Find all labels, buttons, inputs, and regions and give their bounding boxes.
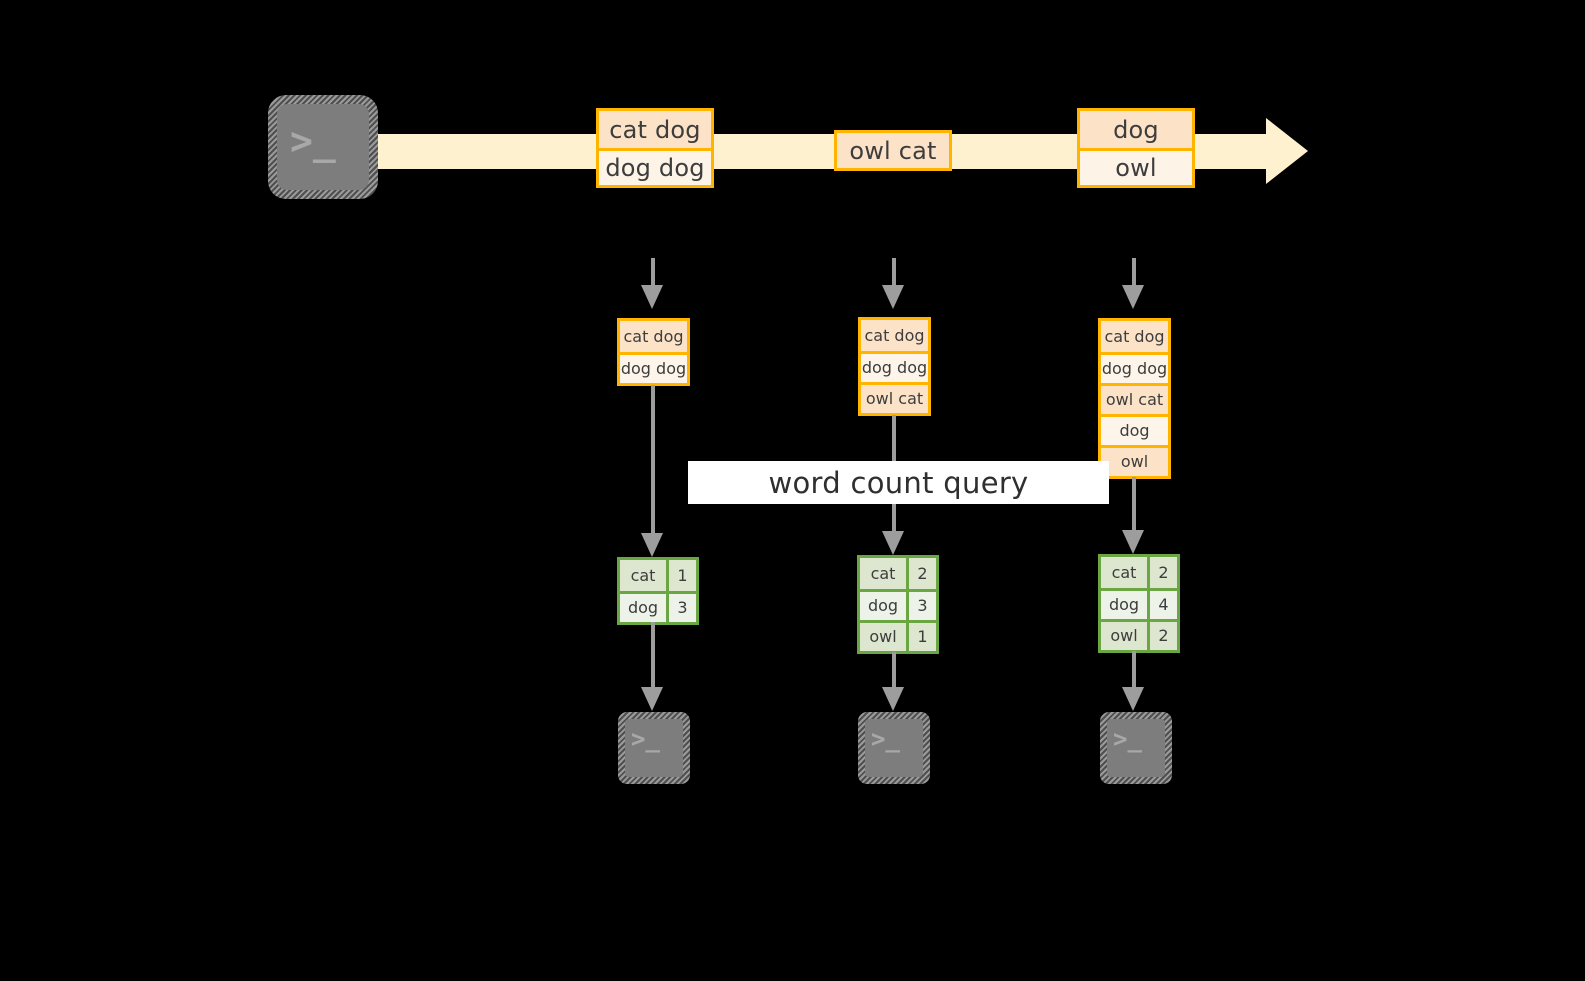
event-line: dog bbox=[1080, 111, 1192, 148]
event-line: cat dog bbox=[599, 111, 711, 148]
event-line: owl bbox=[1080, 148, 1192, 185]
result-word: dog bbox=[620, 594, 666, 622]
table-row: owl 2 bbox=[1101, 619, 1177, 650]
result-count: 1 bbox=[906, 623, 936, 651]
snapshot-row: owl bbox=[1101, 445, 1168, 476]
result-count: 3 bbox=[666, 594, 696, 622]
snapshot-row: cat dog bbox=[620, 321, 687, 352]
result-word: owl bbox=[1101, 622, 1147, 650]
result-table-2: cat 2 dog 3 owl 1 bbox=[857, 555, 939, 654]
snapshot-row: dog dog bbox=[861, 351, 928, 382]
sink-terminal-2: >_ bbox=[858, 712, 930, 784]
sink-terminal-1: >_ bbox=[618, 712, 690, 784]
sink-connector-2-arrowhead-icon bbox=[882, 687, 904, 711]
dashed-connector-1-arrowhead-icon bbox=[641, 285, 663, 309]
query-connector-3-arrowhead-icon bbox=[1122, 530, 1144, 554]
result-count: 1 bbox=[666, 560, 696, 591]
result-word: cat bbox=[1101, 557, 1147, 588]
result-word: dog bbox=[1101, 591, 1147, 619]
terminal-screen bbox=[1107, 719, 1165, 777]
sink-connector-3-arrowhead-icon bbox=[1122, 687, 1144, 711]
snapshot-row: owl cat bbox=[861, 382, 928, 413]
query-connector-1-arrowhead-icon bbox=[641, 533, 663, 557]
snapshot-row: cat dog bbox=[861, 320, 928, 351]
table-row: dog 3 bbox=[860, 589, 936, 620]
event-line: owl cat bbox=[837, 133, 949, 168]
terminal-screen bbox=[625, 719, 683, 777]
result-word: owl bbox=[860, 623, 906, 651]
table-row: cat 2 bbox=[860, 558, 936, 589]
snapshot-row: owl cat bbox=[1101, 383, 1168, 414]
stream-direction-arrow-icon bbox=[1266, 118, 1308, 184]
terminal-screen bbox=[277, 104, 369, 190]
snapshot-row: dog dog bbox=[1101, 352, 1168, 383]
result-count: 2 bbox=[906, 558, 936, 589]
query-connector-2-arrowhead-icon bbox=[882, 531, 904, 555]
terminal-prompt-icon: >_ bbox=[631, 725, 660, 753]
dashed-connector-2 bbox=[892, 258, 896, 286]
dashed-connector-2-arrowhead-icon bbox=[882, 285, 904, 309]
result-count: 4 bbox=[1147, 591, 1177, 619]
sink-terminal-3: >_ bbox=[1100, 712, 1172, 784]
result-count: 3 bbox=[906, 592, 936, 620]
sink-connector-1-arrowhead-icon bbox=[641, 687, 663, 711]
dashed-connector-3 bbox=[1132, 258, 1136, 286]
event-group-1: cat dog dog dog bbox=[596, 108, 714, 188]
snapshot-row: dog bbox=[1101, 414, 1168, 445]
result-count: 2 bbox=[1147, 622, 1177, 650]
query-label: word count query bbox=[688, 461, 1109, 504]
sink-connector-2 bbox=[892, 652, 896, 688]
state-snapshot-1: cat dog dog dog bbox=[617, 318, 690, 386]
event-line: dog dog bbox=[599, 148, 711, 185]
result-table-1: cat 1 dog 3 bbox=[617, 557, 699, 625]
query-connector-3 bbox=[1132, 477, 1136, 533]
state-snapshot-2: cat dog dog dog owl cat bbox=[858, 317, 931, 416]
table-row: owl 1 bbox=[860, 620, 936, 651]
event-group-2: owl cat bbox=[834, 130, 952, 171]
result-word: dog bbox=[860, 592, 906, 620]
event-group-3: dog owl bbox=[1077, 108, 1195, 188]
result-word: cat bbox=[620, 560, 666, 591]
terminal-prompt-icon: >_ bbox=[871, 725, 900, 753]
result-count: 2 bbox=[1147, 557, 1177, 588]
table-row: dog 3 bbox=[620, 591, 696, 622]
sink-connector-1 bbox=[651, 622, 655, 688]
sink-connector-3 bbox=[1132, 651, 1136, 688]
query-connector-1 bbox=[651, 385, 655, 535]
table-row: cat 2 bbox=[1101, 557, 1177, 588]
dashed-connector-1 bbox=[651, 258, 655, 286]
table-row: cat 1 bbox=[620, 560, 696, 591]
terminal-prompt-icon: >_ bbox=[290, 119, 336, 163]
terminal-prompt-icon: >_ bbox=[1113, 725, 1142, 753]
result-table-3: cat 2 dog 4 owl 2 bbox=[1098, 554, 1180, 653]
result-word: cat bbox=[860, 558, 906, 589]
table-row: dog 4 bbox=[1101, 588, 1177, 619]
terminal-screen bbox=[865, 719, 923, 777]
dashed-connector-3-arrowhead-icon bbox=[1122, 285, 1144, 309]
snapshot-row: dog dog bbox=[620, 352, 687, 383]
state-snapshot-3: cat dog dog dog owl cat dog owl bbox=[1098, 318, 1171, 479]
snapshot-row: cat dog bbox=[1101, 321, 1168, 352]
source-terminal-icon: >_ bbox=[268, 95, 378, 199]
